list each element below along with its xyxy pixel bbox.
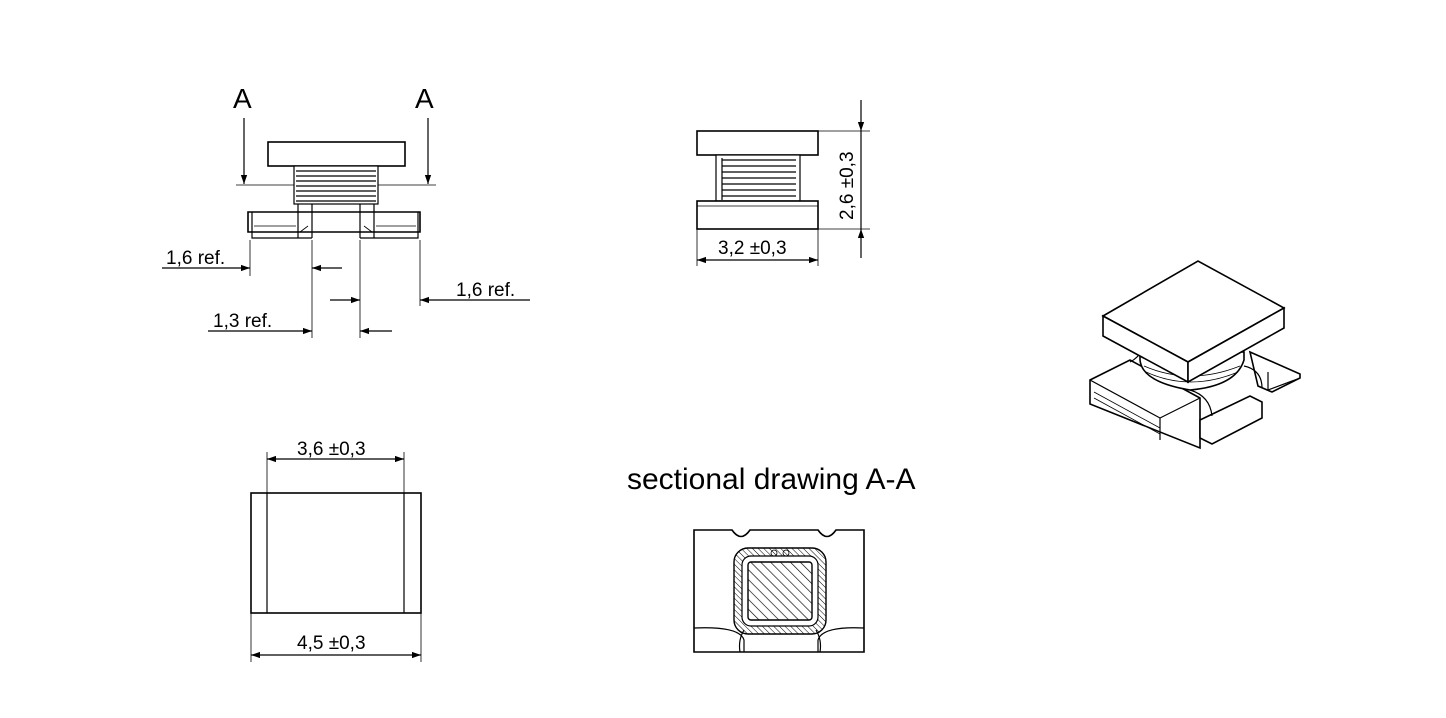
dim-right-ref: 1,6 ref.	[456, 280, 515, 301]
base-terminals	[247, 204, 421, 239]
winding	[293, 165, 379, 205]
section-mark-left: A	[233, 83, 252, 114]
side-view: A A 1,6 ref. 1,6 ref.	[162, 83, 530, 338]
section-caption: sectional drawing A-A	[627, 463, 916, 496]
front-winding	[715, 154, 801, 202]
front-top-cap	[696, 130, 819, 156]
bottom-view: 3,6 ±0,3 4,5 ±0,3	[250, 439, 422, 662]
isometric-view	[1089, 260, 1301, 450]
front-base	[696, 200, 819, 230]
front-height-dim: 2,6 ±0,3	[837, 151, 858, 220]
front-width-dim: 3,2 ±0,3	[718, 238, 787, 259]
iso-right-face	[1187, 306, 1285, 384]
front-view: 3,2 ±0,3 2,6 ±0,3	[696, 100, 870, 266]
top-cap	[267, 141, 406, 167]
bottom-top-width-dim: 3,6 ±0,3	[297, 439, 366, 460]
section-view: sectional drawing A-A	[627, 463, 916, 653]
bottom-body	[250, 492, 422, 614]
section-mark-right: A	[415, 83, 434, 114]
bottom-width-dim: 4,5 ±0,3	[297, 633, 366, 654]
section-core	[747, 561, 813, 621]
dim-center-ref: 1,3 ref.	[213, 311, 272, 332]
dim-left-ref: 1,6 ref.	[166, 248, 225, 269]
